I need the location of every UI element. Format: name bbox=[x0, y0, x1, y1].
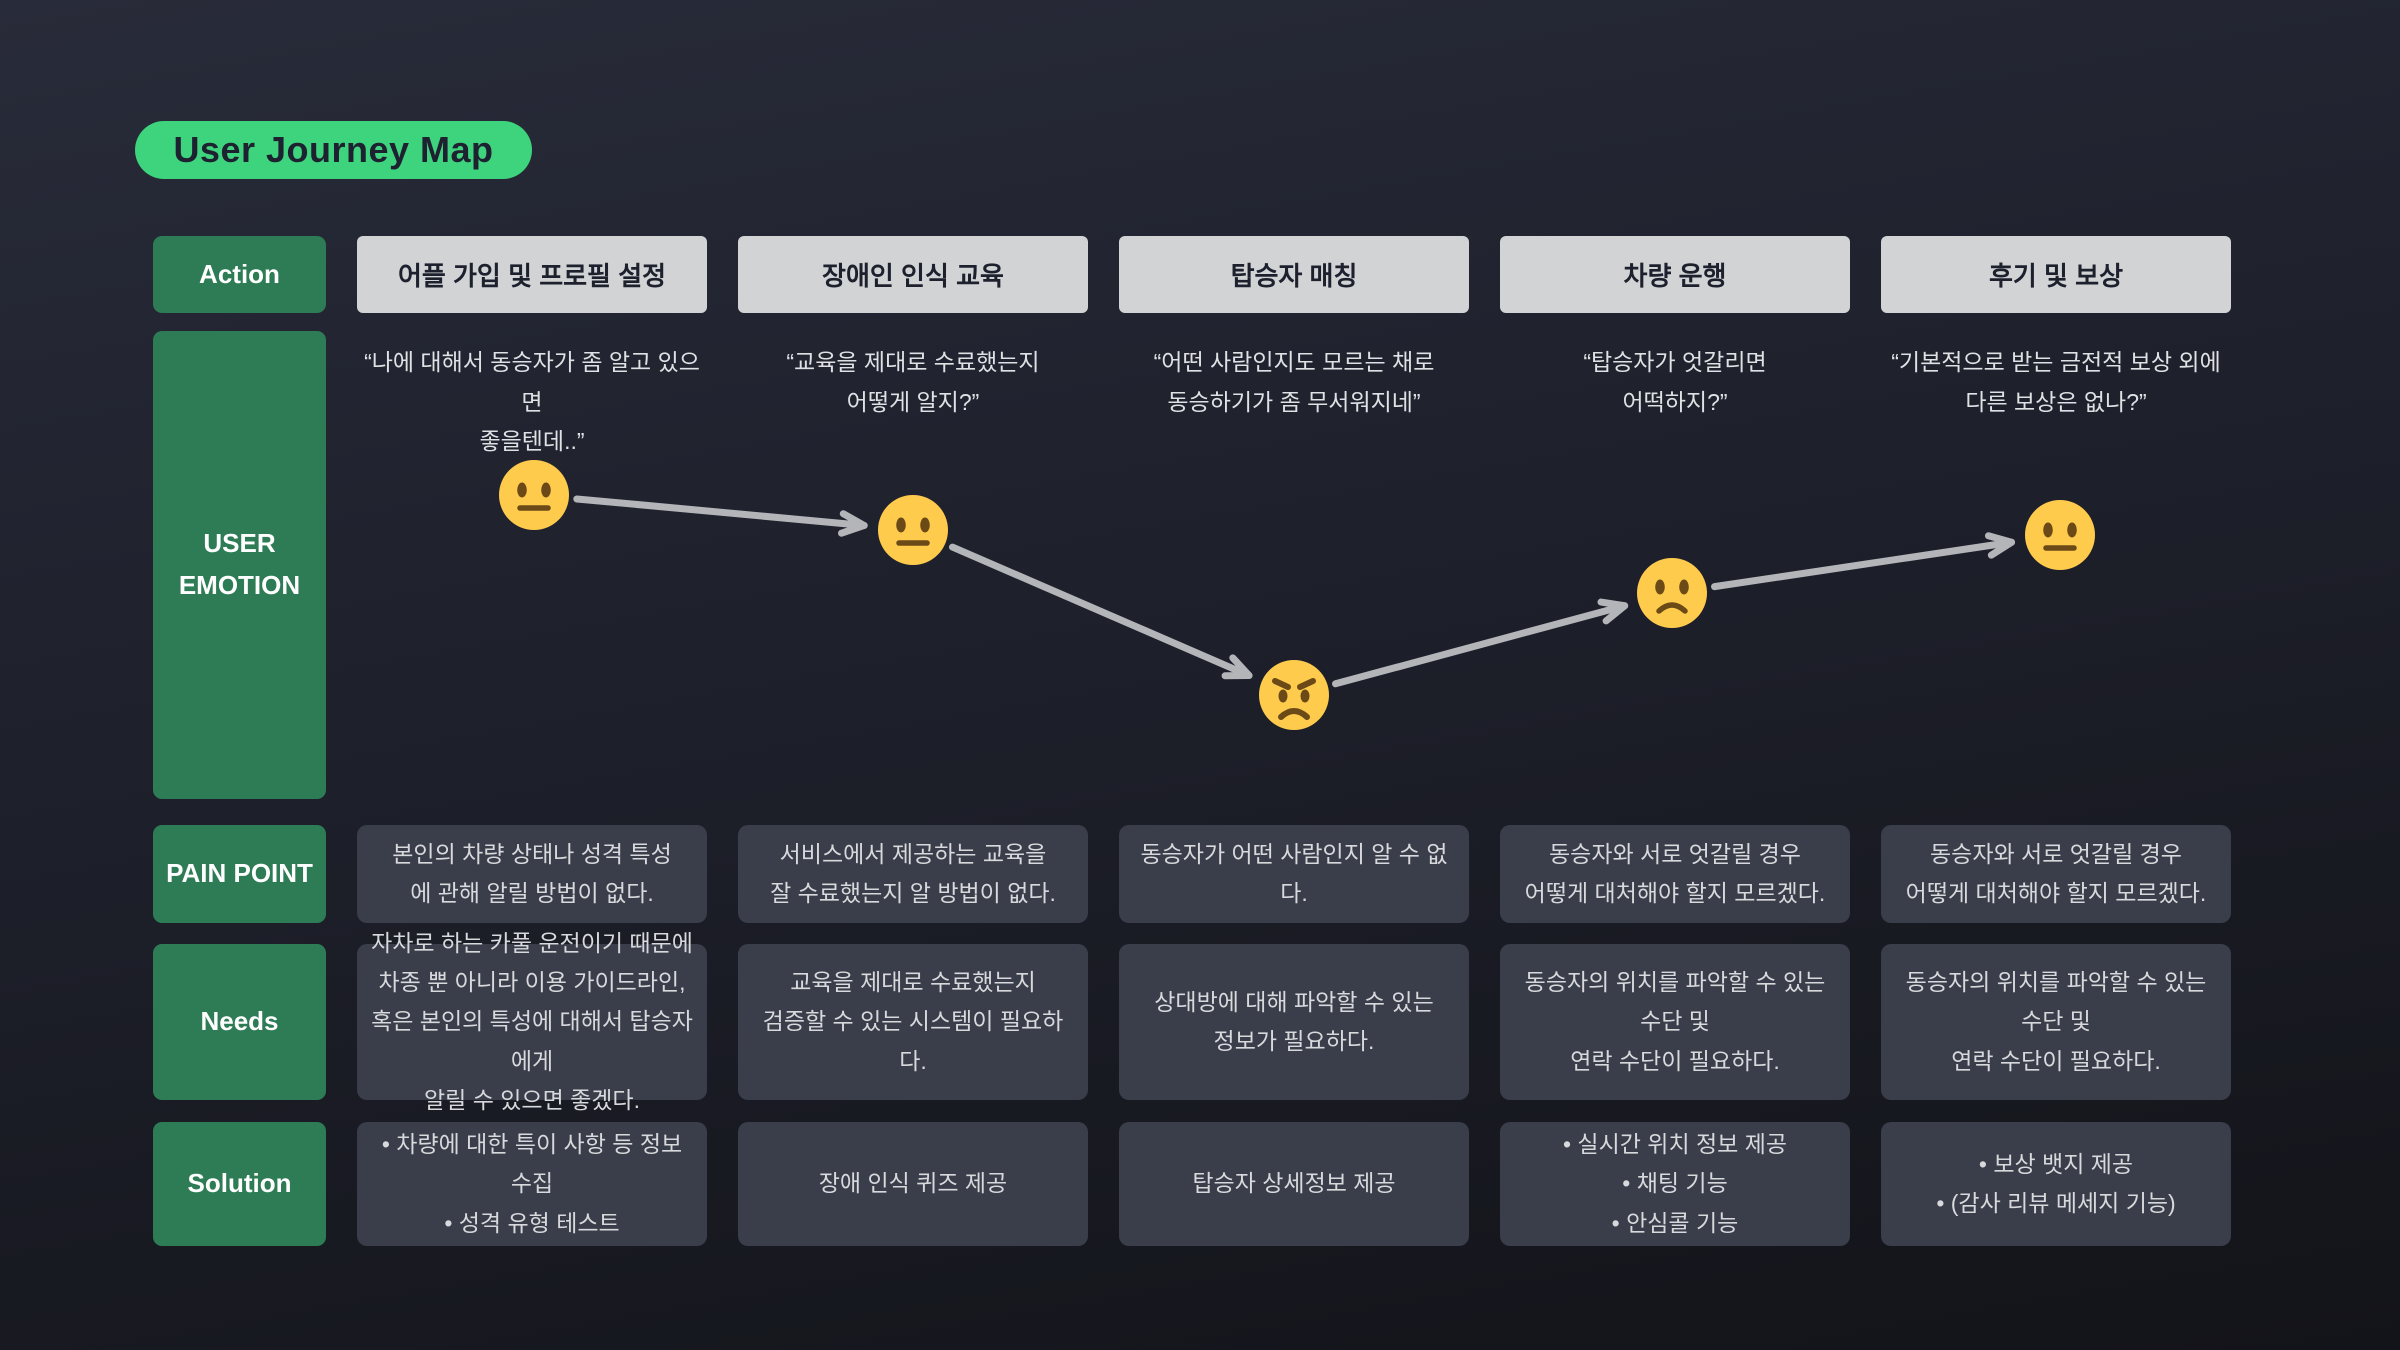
solution-card: 장애 인식 퀴즈 제공 bbox=[738, 1122, 1088, 1246]
pain-point-card: 동승자와 서로 엇갈릴 경우 어떻게 대처해야 할지 모르겠다. bbox=[1500, 825, 1850, 923]
needs-card: 자차로 하는 카풀 운전이기 때문에 차종 뿐 아니라 이용 가이드라인, 혹은… bbox=[357, 930, 707, 1113]
row-label-needs: Needs bbox=[153, 944, 326, 1100]
needs-card: 상대방에 대해 파악할 수 있는 정보가 필요하다. bbox=[1119, 944, 1469, 1100]
solution-card: • 실시간 위치 정보 제공 • 채팅 기능 • 안심콜 기능 bbox=[1500, 1122, 1850, 1246]
emotion-quote: “나에 대해서 동승자가 좀 알고 있으면 좋을텐데..” bbox=[364, 349, 700, 455]
pain-point-card: 서비스에서 제공하는 교육을 잘 수료했는지 알 방법이 없다. bbox=[738, 825, 1088, 923]
action-step: 어플 가입 및 프로필 설정 bbox=[357, 236, 707, 313]
pain-point-row: PAIN POINT 본인의 차량 상태나 성격 특성 에 관해 알릴 방법이 … bbox=[153, 825, 2231, 923]
action-step: 장애인 인식 교육 bbox=[738, 236, 1088, 313]
action-step: 탑승자 매칭 bbox=[1119, 236, 1469, 313]
needs-card: 교육을 제대로 수료했는지 검증할 수 있는 시스템이 필요하다. bbox=[738, 944, 1088, 1100]
action-row: Action 어플 가입 및 프로필 설정 장애인 인식 교육 탑승자 매칭 차… bbox=[153, 236, 2231, 313]
emotion-row: USER EMOTION “나에 대해서 동승자가 좀 알고 있으면 좋을텐데.… bbox=[153, 331, 2231, 799]
row-label-user-emotion: USER EMOTION bbox=[153, 331, 326, 799]
emotion-quote: “탑승자가 엇갈리면 어떡하지?” bbox=[1583, 349, 1767, 415]
journey-grid: Action 어플 가입 및 프로필 설정 장애인 인식 교육 탑승자 매칭 차… bbox=[153, 236, 2231, 1246]
needs-row: Needs 자차로 하는 카풀 운전이기 때문에 차종 뿐 아니라 이용 가이드… bbox=[153, 930, 2231, 1113]
pain-point-card: 본인의 차량 상태나 성격 특성 에 관해 알릴 방법이 없다. bbox=[357, 825, 707, 923]
row-label-solution: Solution bbox=[153, 1122, 326, 1246]
solution-card: • 보상 뱃지 제공 • (감사 리뷰 메세지 기능) bbox=[1881, 1122, 2231, 1246]
emotion-quote: “기본적으로 받는 금전적 보상 외에 다른 보상은 없나?” bbox=[1891, 349, 2221, 415]
row-label-action: Action bbox=[153, 236, 326, 313]
page-title: User Journey Map bbox=[135, 121, 532, 179]
needs-card: 동승자의 위치를 파악할 수 있는 수단 및 연락 수단이 필요하다. bbox=[1881, 944, 2231, 1100]
emotion-quote: “교육을 제대로 수료했는지 어떻게 알지?” bbox=[786, 349, 1040, 415]
solution-row: Solution • 차량에 대한 특이 사항 등 정보 수집 • 성격 유형 … bbox=[153, 1122, 2231, 1246]
action-step: 차량 운행 bbox=[1500, 236, 1850, 313]
needs-card: 동승자의 위치를 파악할 수 있는 수단 및 연락 수단이 필요하다. bbox=[1500, 944, 1850, 1100]
action-step: 후기 및 보상 bbox=[1881, 236, 2231, 313]
solution-card: • 차량에 대한 특이 사항 등 정보 수집 • 성격 유형 테스트 bbox=[357, 1122, 707, 1246]
pain-point-card: 동승자가 어떤 사람인지 알 수 없다. bbox=[1119, 825, 1469, 923]
solution-card: 탑승자 상세정보 제공 bbox=[1119, 1122, 1469, 1246]
pain-point-card: 동승자와 서로 엇갈릴 경우 어떻게 대처해야 할지 모르겠다. bbox=[1881, 825, 2231, 923]
emotion-quote: “어떤 사람인지도 모르는 채로 동승하기가 좀 무서워지네” bbox=[1153, 349, 1435, 415]
row-label-pain-point: PAIN POINT bbox=[153, 825, 326, 923]
